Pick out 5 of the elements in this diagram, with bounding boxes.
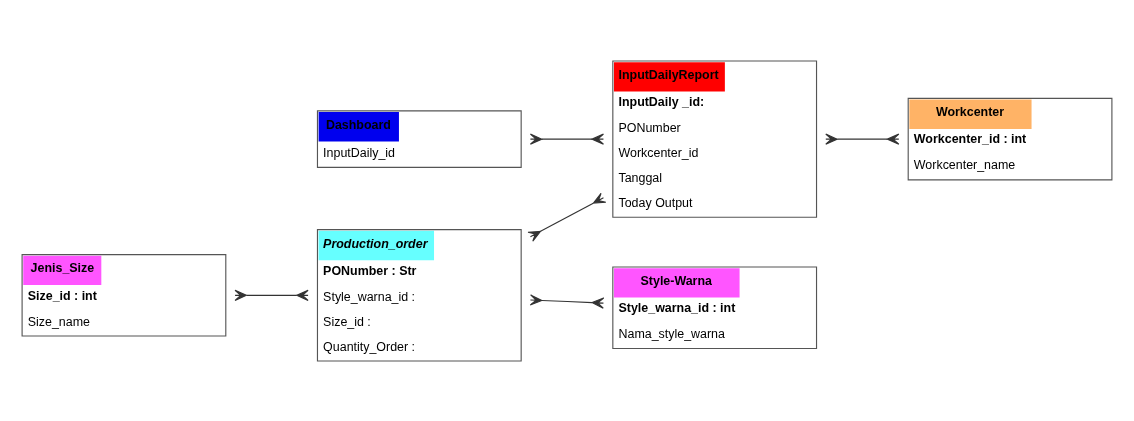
connector bbox=[527, 192, 607, 242]
connector bbox=[529, 293, 605, 309]
connector bbox=[825, 133, 900, 145]
connector bbox=[234, 289, 309, 301]
connector bbox=[529, 133, 604, 145]
